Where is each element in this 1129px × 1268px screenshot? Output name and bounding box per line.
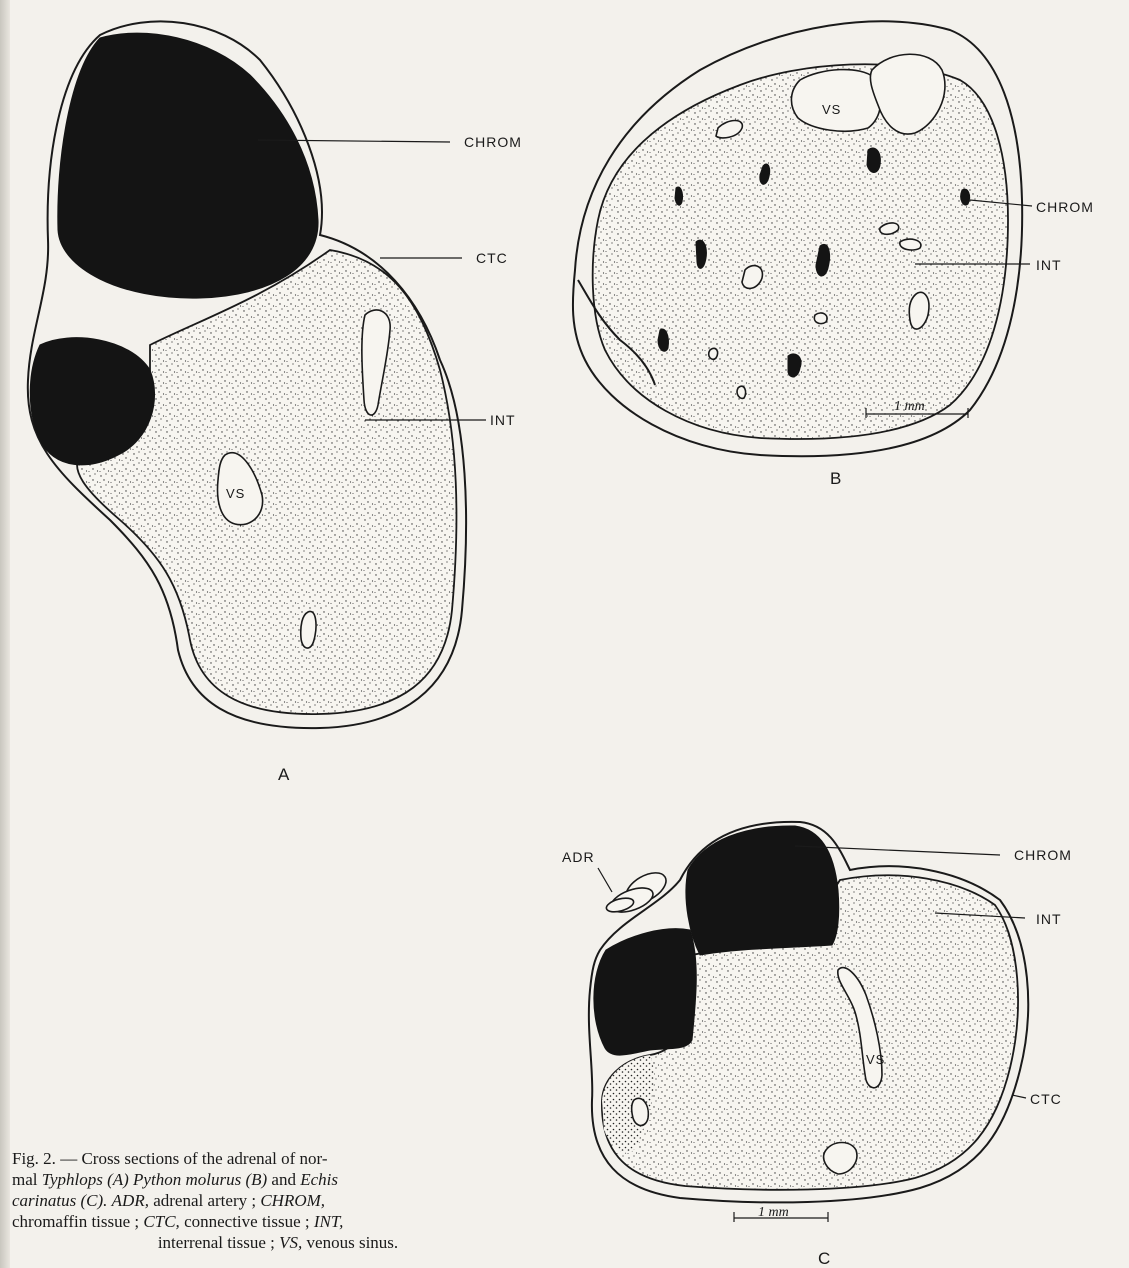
- panel-a-chromaffin-upper: [58, 33, 318, 298]
- panel-b-chrom-islet-1: [675, 187, 683, 205]
- panel-b-chrom-islet-3: [867, 148, 880, 173]
- panel-c-label-int: INT: [1036, 911, 1062, 927]
- panel-b-label-int: INT: [1036, 257, 1062, 273]
- panel-c-sinus-left: [632, 1098, 649, 1125]
- caption-line-1: Fig. 2. — Cross sections of the adrenal …: [12, 1148, 524, 1169]
- panel-b-sinus-7: [709, 348, 718, 359]
- caption-line-5: interrenal tissue ; VS, venous sinus.: [12, 1232, 524, 1253]
- panel-b-chrom-islet-4: [961, 189, 970, 205]
- panel-a: CHROM CTC INT VS A: [28, 21, 522, 784]
- caption-line-4: chromaffin tissue ; CTC, connective tiss…: [12, 1211, 524, 1232]
- panel-b-scale-label: 1 mm: [894, 399, 925, 414]
- panel-a-label-vs: VS: [226, 486, 245, 501]
- panel-b-sinus-3: [814, 313, 827, 324]
- panel-c-label-vs: VS: [866, 1052, 885, 1067]
- panel-b-chrom-islet-5: [696, 240, 706, 268]
- panel-c-leader-adr: [598, 868, 612, 892]
- panel-b-label-chrom: CHROM: [1036, 199, 1094, 215]
- caption-line-2: mal Typhlops (A) Python molurus (B) and …: [12, 1169, 524, 1190]
- panel-b: CHROM INT VS 1 mm B: [573, 21, 1094, 488]
- panel-c-adrenal-artery: [605, 867, 671, 917]
- panel-b-sinus-5: [900, 239, 921, 250]
- panel-c-chromaffin-lower: [594, 929, 696, 1055]
- panel-b-letter: B: [830, 469, 841, 488]
- panel-c-label-chrom: CHROM: [1014, 847, 1072, 863]
- figure-caption: Fig. 2. — Cross sections of the adrenal …: [12, 1148, 524, 1253]
- panel-b-venous-sinus: [791, 70, 880, 132]
- panel-a-sinus-small: [301, 611, 316, 648]
- panel-a-label-ctc: CTC: [476, 250, 508, 266]
- caption-line-3: carinatus (C). ADR, adrenal artery ; CHR…: [12, 1190, 524, 1211]
- panel-c-label-ctc: CTC: [1030, 1091, 1062, 1107]
- panel-a-label-chrom: CHROM: [464, 134, 522, 150]
- panel-a-letter: A: [278, 765, 290, 784]
- panel-c-scale-bar: 1 mm: [734, 1205, 828, 1222]
- panel-c: ADR CHROM INT CTC VS 1 mm C: [562, 822, 1072, 1268]
- panel-b-label-vs: VS: [822, 102, 841, 117]
- panel-b-sinus-8: [737, 386, 746, 398]
- panel-a-interrenal-tissue: [77, 250, 457, 714]
- panel-c-letter: C: [818, 1249, 830, 1268]
- panel-a-label-int: INT: [490, 412, 516, 428]
- panel-b-chrom-islet-7: [658, 329, 668, 351]
- panel-c-label-adr: ADR: [562, 849, 595, 865]
- panel-c-scale-label: 1 mm: [758, 1205, 789, 1220]
- panel-c-leader-ctc: [1012, 1095, 1026, 1098]
